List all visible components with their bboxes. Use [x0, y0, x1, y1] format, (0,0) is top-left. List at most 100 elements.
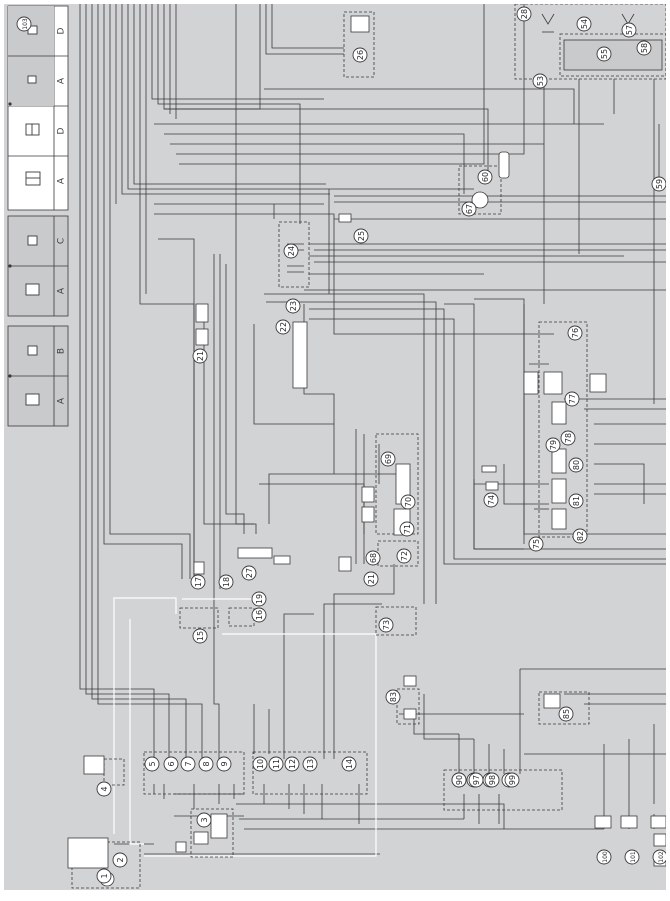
- callout-circle: [96, 868, 112, 884]
- callout-circle: [484, 772, 500, 788]
- legend-letter-a: A: [57, 287, 67, 294]
- callout-number: 71: [403, 524, 412, 534]
- callout-28: 28: [516, 6, 532, 22]
- callout-101: 101: [624, 849, 640, 865]
- connector-block: [292, 321, 308, 389]
- connector-block: [175, 841, 187, 853]
- callout-90: 90: [451, 772, 467, 788]
- callout-circle: [196, 812, 212, 828]
- callout-number: 85: [562, 709, 571, 719]
- callout-number: 10: [256, 759, 265, 769]
- connector-block: [594, 815, 612, 829]
- callout-number: 59: [655, 179, 664, 189]
- callout-70: 70: [400, 494, 416, 510]
- callout-circle: [477, 169, 493, 185]
- legend-letter-d: D: [57, 127, 67, 134]
- callout-number: 75: [532, 539, 541, 549]
- callout-circle: [576, 16, 592, 32]
- callout-circle: [283, 243, 299, 259]
- callout-number: 78: [564, 433, 573, 443]
- callout-circle: [352, 47, 368, 63]
- callout-number: 23: [289, 301, 298, 311]
- callout-circle: [483, 492, 499, 508]
- callout-number: 53: [536, 76, 545, 86]
- callout-circle: [621, 22, 637, 38]
- callout-53: 53: [532, 73, 548, 89]
- callout-number: 9: [220, 761, 229, 766]
- connector-block: [543, 693, 561, 709]
- connector-legend: [7, 5, 69, 427]
- callout-circle: [636, 40, 652, 56]
- callout-75: 75: [528, 536, 544, 552]
- callout-number: 100: [602, 851, 609, 863]
- callout-circle: [380, 451, 396, 467]
- callout-59: 59: [651, 176, 666, 192]
- connector-block: [620, 815, 638, 829]
- callout-27: 27: [241, 565, 257, 581]
- connector-block: [653, 833, 666, 847]
- connector-block: [67, 837, 109, 869]
- callout-circle: [251, 607, 267, 623]
- callout-number: 5: [148, 761, 157, 766]
- callout-number: 17: [194, 577, 203, 587]
- callout-76: 76: [567, 325, 583, 341]
- connector-block: [350, 15, 370, 33]
- callout-103: 103: [16, 16, 32, 32]
- connector-block: [551, 508, 567, 530]
- callout-number: 3: [200, 817, 209, 822]
- callout-14: 14: [341, 756, 357, 772]
- callout-circle: [568, 457, 584, 473]
- callout-circle: [385, 689, 401, 705]
- callout-circle: [144, 756, 160, 772]
- callout-102: 102: [652, 849, 666, 865]
- callout-98: 98: [484, 772, 500, 788]
- callout-number: 8: [202, 761, 211, 766]
- callout-number: 19: [255, 594, 264, 604]
- callout-circle: [567, 325, 583, 341]
- callout-number: 83: [389, 692, 398, 702]
- callout-85: 85: [558, 706, 574, 722]
- connector-block: [551, 401, 567, 425]
- callout-83: 83: [385, 689, 401, 705]
- callout-number: 60: [481, 172, 490, 182]
- connector-block: [589, 373, 607, 393]
- callout-circle: [504, 772, 520, 788]
- callout-circle: [163, 756, 179, 772]
- callout-9: 9: [216, 756, 232, 772]
- callout-circle: [216, 756, 232, 772]
- callout-number: 1: [100, 873, 109, 878]
- callout-number: 54: [580, 19, 589, 29]
- callout-number: 76: [571, 328, 580, 338]
- connector-block: [193, 831, 209, 845]
- callout-number: 98: [488, 775, 497, 785]
- connector-block: [551, 478, 567, 504]
- callout-circle: [399, 521, 415, 537]
- callout-number: 101: [630, 851, 637, 863]
- callout-circle: [363, 571, 379, 587]
- callout-68: 68: [365, 550, 381, 566]
- callout-circle: [241, 565, 257, 581]
- callout-58: 58: [636, 40, 652, 56]
- callout-100: 100: [596, 849, 612, 865]
- callout-circle: [251, 591, 267, 607]
- callout-circle: [596, 46, 612, 62]
- callout-15: 15: [192, 628, 208, 644]
- callout-number: 80: [572, 460, 581, 470]
- callout-number: 13: [306, 759, 315, 769]
- callout-number: 25: [357, 231, 366, 241]
- connector-block: [543, 371, 563, 395]
- callout-number: 21: [196, 351, 205, 361]
- callout-number: 90: [455, 775, 464, 785]
- connector-block: [83, 755, 105, 775]
- connector-block: [523, 371, 539, 395]
- callout-81: 81: [568, 493, 584, 509]
- callout-circle: [558, 706, 574, 722]
- callout-circle: [302, 756, 318, 772]
- callout-circle: [400, 494, 416, 510]
- callout-2: 2: [112, 852, 128, 868]
- connector-block: [195, 303, 209, 323]
- callout-11: 11: [268, 756, 284, 772]
- callout-circle: [528, 536, 544, 552]
